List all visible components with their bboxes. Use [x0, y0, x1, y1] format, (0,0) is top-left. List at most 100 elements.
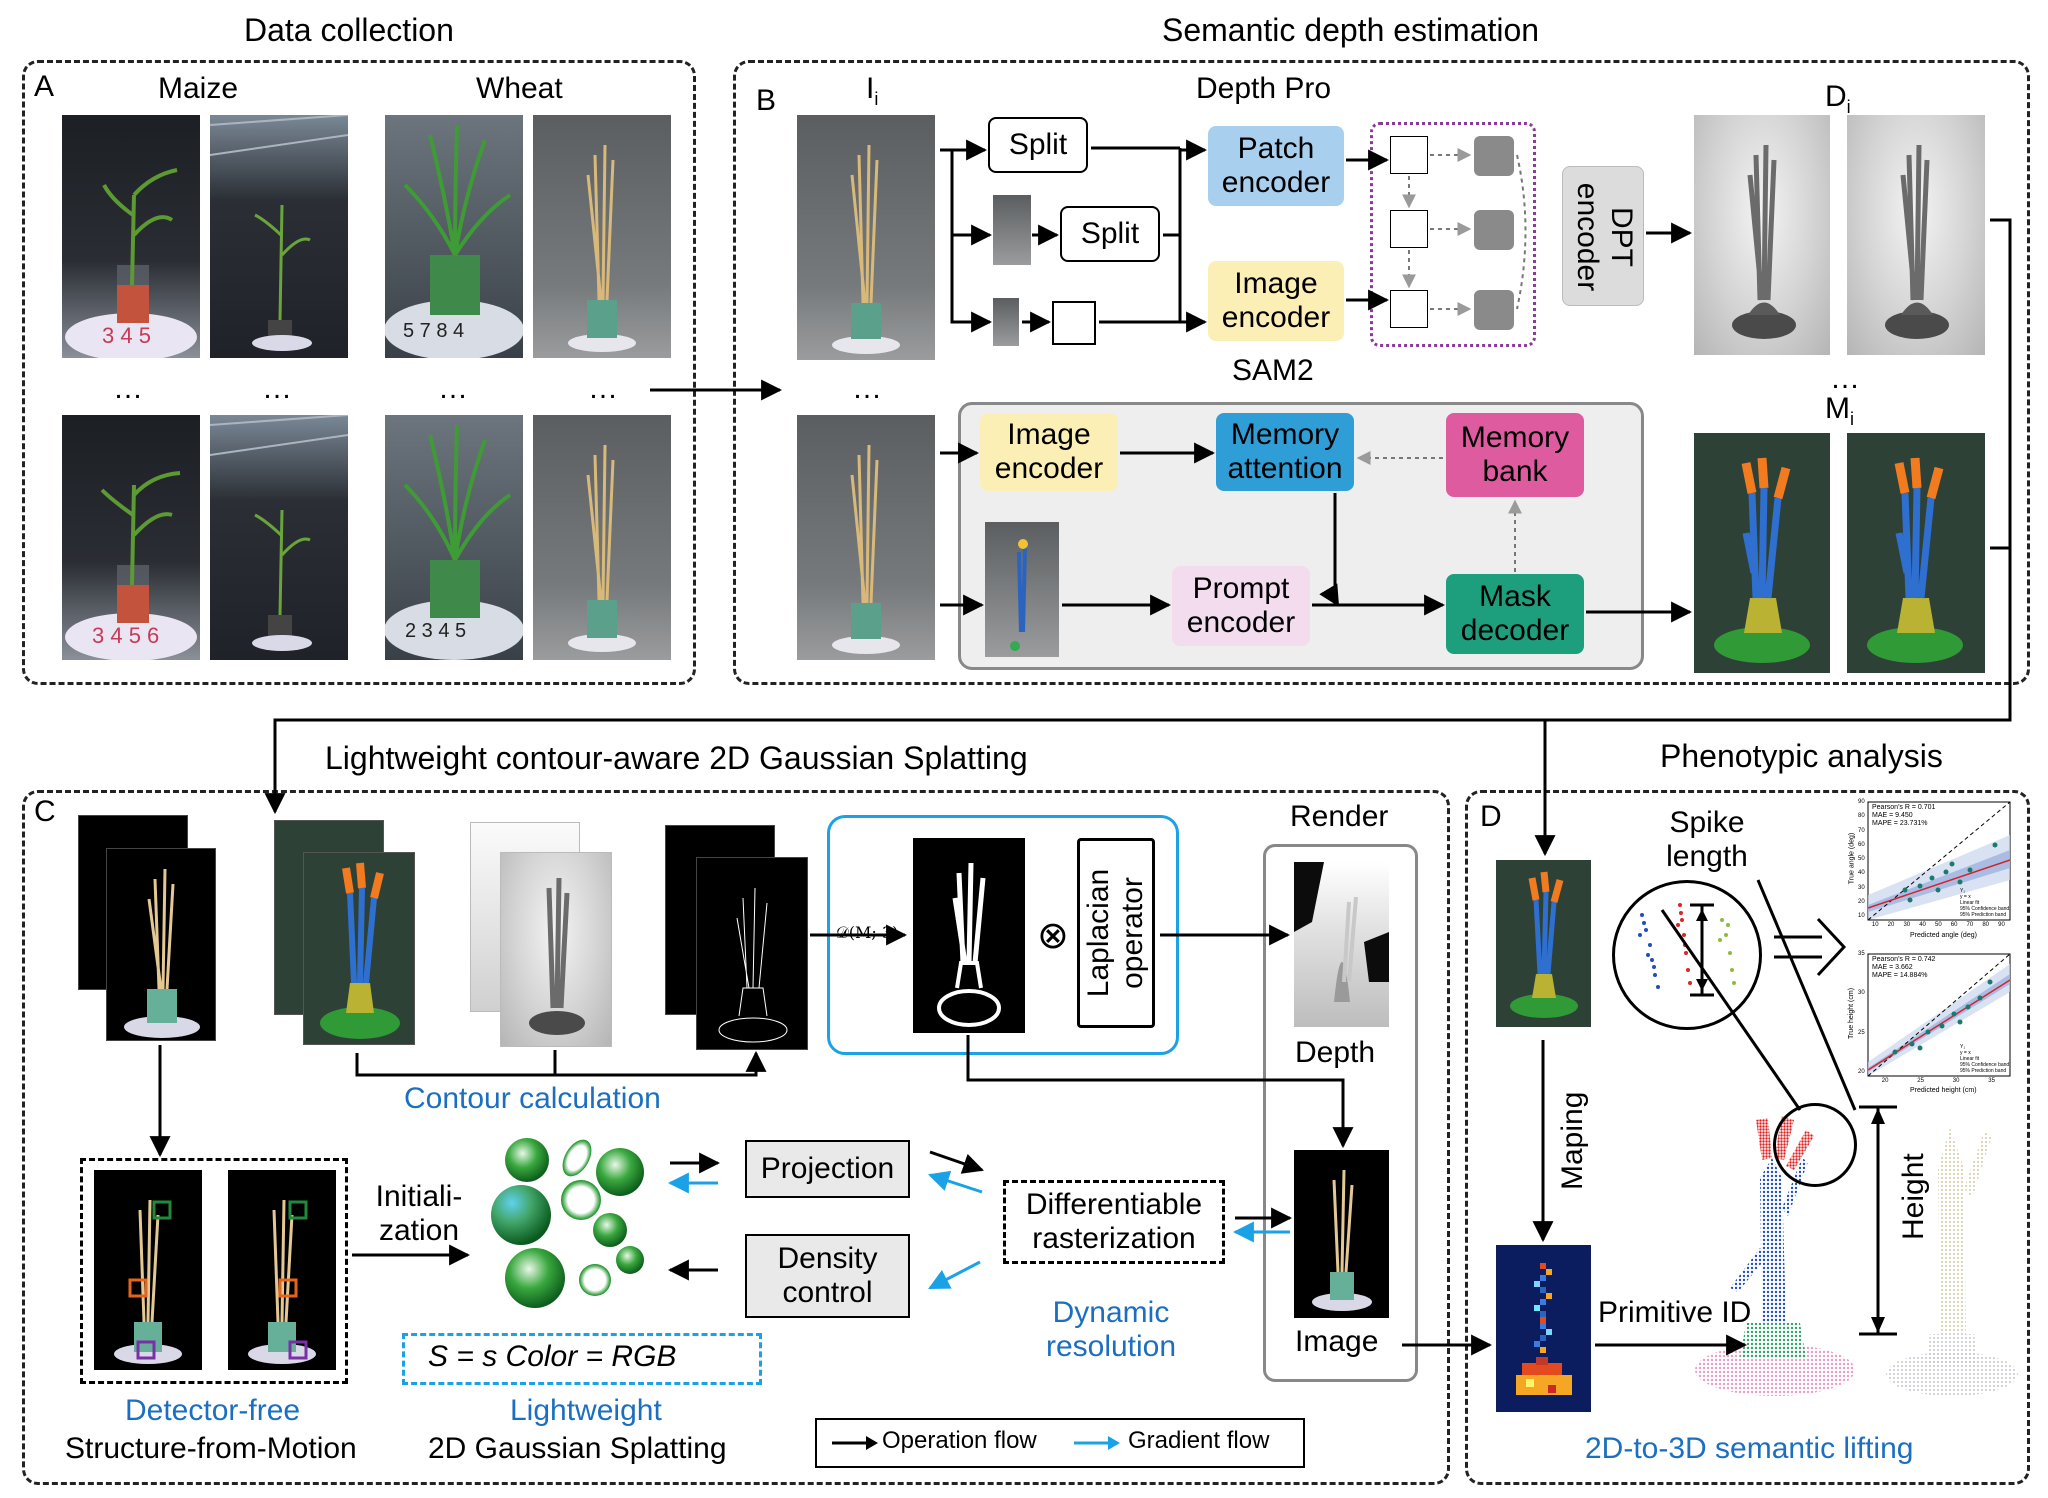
section-title-phenotypic: Phenotypic analysis [1660, 738, 1943, 774]
plot1-xtick: 70 [1966, 922, 1974, 928]
contour-image [696, 857, 808, 1050]
split-box: Split [988, 117, 1088, 173]
panel-letter-d: D [1480, 800, 1502, 833]
sam-image-encoder: Image encoder [980, 413, 1118, 491]
section-title-gaussian: Lightweight contour-aware 2D Gaussian Sp… [325, 740, 1028, 776]
memory-attention: Memory attention [1216, 413, 1354, 491]
section-title-semantic-depth: Semantic depth estimation [1162, 12, 1540, 48]
sfm-image-left [94, 1170, 202, 1370]
plot1-xtick: 90 [1998, 922, 2005, 928]
scatter-plot-height: Pearson's R = 0.742 MAE = 3.662 MAPE = 1… [1848, 951, 2015, 1097]
plot2-legend-entry: 95% Prediction band [1960, 1068, 2007, 1074]
plot2-xtick: 30 [1952, 1078, 1960, 1084]
depth-map [1847, 115, 1985, 355]
plot2-xlabel: Predicted height (cm) [1910, 1087, 1977, 1094]
plot1-ytick: 20 [1858, 898, 1865, 905]
feature-square-grey [1474, 210, 1514, 250]
plot1-ytick: 30 [1858, 884, 1865, 891]
legend-operation-flow: Operation flow [882, 1427, 1037, 1454]
plot1-legend-entry: Y₁ [1960, 888, 1966, 894]
plot2-xtick: 20 [1881, 1078, 1889, 1084]
memory-bank: Memory bank [1446, 413, 1584, 497]
plot1-xtick: 50 [1935, 922, 1942, 928]
raw-point-cloud [1886, 1128, 2018, 1396]
label-mi: Mi [1825, 392, 1854, 429]
panel-letter-c: C [34, 795, 56, 828]
maize-photo: 3 4 5 [62, 115, 200, 358]
mask-image [1847, 433, 1985, 673]
maize-photo: 3 4 5 6 [62, 415, 200, 660]
laplacian-operator-box: Laplacian operator [1077, 838, 1155, 1028]
plot1-ytick: 70 [1858, 827, 1865, 834]
panel-letter-b: B [756, 84, 777, 117]
mask-decoder: Mask decoder [1446, 574, 1584, 654]
dpt-encoder: DPT encoder [1562, 166, 1644, 306]
label-detector-free: Detector-free [125, 1394, 301, 1427]
svg-text:5 7 8 4: 5 7 8 4 [403, 320, 464, 342]
sfm-image-right [228, 1170, 336, 1370]
plot1-ytick: 40 [1858, 870, 1865, 877]
depth-map [1694, 115, 1830, 355]
panel-a [22, 60, 696, 685]
ellipsis: … [1830, 362, 1860, 395]
plot1-xtick: 80 [1982, 922, 1990, 928]
label-primitive-id: Primitive ID [1598, 1296, 1752, 1329]
panel-letter-a: A [34, 70, 55, 103]
maize-photo [210, 115, 348, 358]
otimes-symbol: ⊗ [1037, 915, 1069, 957]
plot1-ytick: 90 [1858, 799, 1865, 805]
legend-gradient-arrow [1074, 1436, 1120, 1450]
plot1-xtick: 60 [1950, 922, 1958, 928]
plot1-legend-entry: y = x [1960, 894, 1971, 900]
downscaled-image [993, 195, 1031, 265]
mask-image [303, 852, 415, 1045]
plot2-legend-entry: y = x [1960, 1050, 1971, 1056]
label-lightweight: Lightweight [510, 1394, 662, 1427]
plot1-legend-entry: 95% Prediction band [1960, 912, 2007, 918]
label-sfm: Structure-from-Motion [65, 1432, 357, 1465]
label-2d-gaussian-splatting: 2D Gaussian Splatting [428, 1432, 727, 1465]
plot1-ytick: 50 [1858, 856, 1865, 862]
plot2-stat: MAE = 3.662 [1872, 964, 1913, 971]
plot2-ytick: 25 [1858, 1029, 1865, 1036]
plot1-xtick: 20 [1887, 922, 1895, 928]
svg-text:2 3 4 5: 2 3 4 5 [405, 620, 466, 642]
svg-text:3 4 5 6: 3 4 5 6 [92, 623, 159, 648]
svg-text:3 4 5: 3 4 5 [102, 323, 151, 348]
plot1-legend-entry: Linear fit [1960, 900, 1980, 906]
plot2-ytick: 35 [1858, 951, 1865, 957]
plot2-legend-entry: 95% Confidence band [1960, 1062, 2010, 1068]
patch-square [1052, 301, 1096, 345]
feature-square [1390, 290, 1428, 328]
plot2-ytick: 30 [1858, 990, 1865, 997]
gaussian-primitives [491, 1138, 644, 1308]
patch-encoder: Patch encoder [1208, 126, 1344, 206]
section-title-data-collection: Data collection [244, 12, 454, 48]
label-dynamic-resolution: Dynamic resolution [1045, 1295, 1177, 1364]
dilated-mask [913, 838, 1025, 1033]
label-di: Di [1825, 80, 1851, 117]
feature-square [1390, 210, 1428, 248]
label-maize: Maize [158, 72, 239, 105]
plot1-ytick: 80 [1858, 813, 1865, 820]
primitive-id-map [1496, 1245, 1591, 1412]
feature-square [1390, 136, 1428, 174]
formula-box [402, 1333, 762, 1385]
label-depth: Depth [1295, 1036, 1376, 1069]
plot2-stat: Pearson's R = 0.742 [1872, 956, 1936, 963]
zoom-target-circle [1773, 1103, 1857, 1187]
height-measure [1859, 1105, 1897, 1336]
label-image: Image [1295, 1325, 1379, 1358]
label-2d-to-3d-lifting: 2D-to-3D semantic lifting [1585, 1432, 1914, 1465]
render-panel [1263, 844, 1418, 1382]
wheat-photo: 2 3 4 5 [385, 415, 523, 660]
maize-photo [210, 415, 348, 660]
wheat-photo [533, 115, 671, 358]
depth-map [500, 852, 612, 1047]
mask-image [1694, 433, 1830, 673]
wheat-photo [533, 415, 671, 660]
input-image [797, 415, 935, 660]
plot2-legend-entry: Linear fit [1960, 1056, 1980, 1062]
label-sam2: SAM2 [1232, 354, 1314, 387]
ellipsis: … [262, 372, 292, 405]
